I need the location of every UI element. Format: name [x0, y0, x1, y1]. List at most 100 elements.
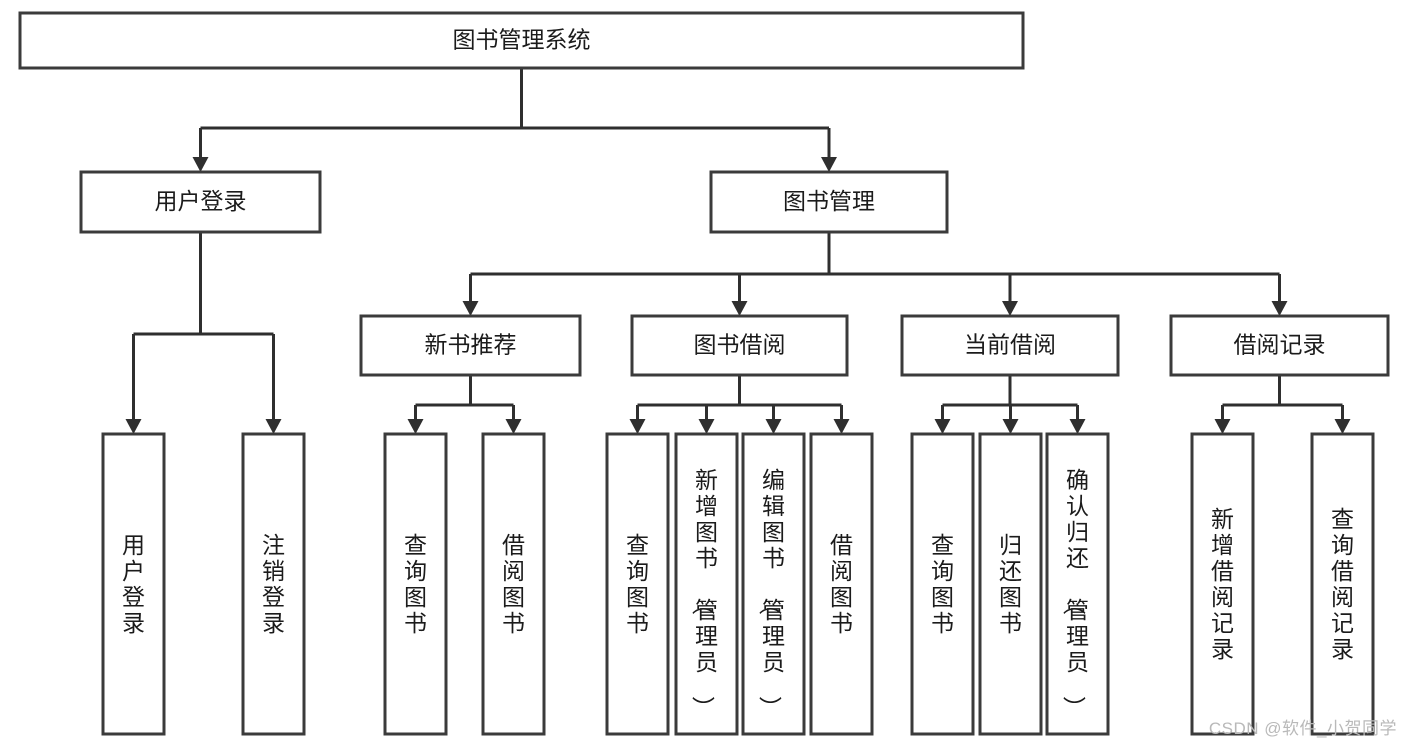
- arrow-to-leaf: [629, 405, 646, 434]
- arrow-head: [192, 157, 209, 172]
- arrow-to-leaf: [265, 334, 282, 434]
- leaf-rect: [481, 432, 546, 736]
- leaf-label: 编辑图书（管理员）: [757, 467, 785, 719]
- arrow-to-leaf: [1069, 405, 1086, 434]
- leaf-rect: [1310, 432, 1375, 736]
- arrow-head: [1002, 301, 1018, 316]
- leaf-label: 查询图书: [931, 532, 954, 636]
- node-root[interactable]: 图书管理系统: [18, 11, 1025, 70]
- arrow-to-level2-0: [462, 274, 479, 316]
- leaf-label: 新增图书（管理员）: [690, 467, 718, 719]
- node-level2-0[interactable]: 新书推荐: [359, 314, 582, 377]
- node-rect: [709, 170, 949, 234]
- connector-layer: [125, 68, 1351, 434]
- node-rect: [1169, 314, 1390, 377]
- leaf-label: 用户登录: [122, 532, 145, 636]
- leaf-rect: [241, 432, 306, 736]
- node-label: 当前借阅: [964, 332, 1056, 358]
- arrow-head: [505, 419, 522, 434]
- node-rect: [18, 11, 1025, 70]
- leaf-rect: [383, 432, 448, 736]
- node-layer: 图书管理系统用户登录图书管理新书推荐图书借阅当前借阅借阅记录用户登录注销登录查询…: [18, 11, 1390, 736]
- node-level1-0[interactable]: 用户登录: [79, 170, 322, 234]
- node-leaf-9[interactable]: 归还图书: [978, 432, 1043, 736]
- node-level2-1[interactable]: 图书借阅: [630, 314, 849, 377]
- arrow-to-leaf: [1214, 405, 1231, 434]
- leaf-rect: [605, 432, 670, 736]
- leaf-rect: [978, 432, 1043, 736]
- arrow-to-leaf: [125, 334, 142, 434]
- leaf-label: 归还图书: [999, 532, 1022, 636]
- leaf-label: 新增借阅记录: [1211, 506, 1234, 662]
- arrow-to-level2-1: [731, 274, 748, 316]
- arrow-head: [1271, 301, 1288, 316]
- arrow-head: [765, 419, 782, 434]
- leaf-rect: [741, 432, 806, 736]
- arrow-head: [1069, 419, 1086, 434]
- node-leaf-3[interactable]: 借阅图书: [481, 432, 546, 736]
- csdn-watermark: CSDN @软件_小贺同学: [1208, 719, 1397, 738]
- arrow-to-leaf: [698, 405, 715, 434]
- node-rect: [359, 314, 582, 377]
- node-label: 图书借阅: [694, 332, 786, 358]
- arrow-to-level2-3: [1271, 274, 1288, 316]
- arrow-to-leaf: [505, 405, 522, 434]
- leaf-rect: [809, 432, 874, 736]
- leaf-label: 借阅图书: [502, 532, 525, 636]
- node-rect: [79, 170, 322, 234]
- arrow-head: [934, 419, 951, 434]
- arrow-to-leaf: [833, 405, 850, 434]
- arrow-head: [1214, 419, 1231, 434]
- node-level2-3[interactable]: 借阅记录: [1169, 314, 1390, 377]
- leaf-label: 确认归还（管理员）: [1061, 467, 1089, 719]
- arrow-to-level1-1: [821, 128, 837, 172]
- arrow-to-level2-2: [1002, 274, 1018, 316]
- arrow-head: [1002, 419, 1019, 434]
- leaf-rect: [1045, 432, 1110, 736]
- leaf-rect: [101, 432, 166, 736]
- node-leaf-4[interactable]: 查询图书: [605, 432, 670, 736]
- node-leaf-11[interactable]: 新增借阅记录: [1190, 432, 1255, 736]
- arrow-to-leaf: [407, 405, 424, 434]
- arrow-head: [125, 419, 142, 434]
- leaf-label: 注销登录: [262, 532, 285, 636]
- node-leaf-7[interactable]: 借阅图书: [809, 432, 874, 736]
- leaf-label: 借阅图书: [830, 532, 853, 636]
- arrow-to-leaf: [1334, 405, 1351, 434]
- arrow-head: [462, 301, 479, 316]
- node-label: 图书管理系统: [453, 27, 591, 53]
- node-label: 借阅记录: [1234, 332, 1326, 358]
- leaf-rect: [1190, 432, 1255, 736]
- node-leaf-6[interactable]: 编辑图书（管理员）: [741, 432, 806, 736]
- arrow-to-leaf: [934, 405, 951, 434]
- arrow-head: [698, 419, 715, 434]
- node-rect: [630, 314, 849, 377]
- leaf-label: 查询借阅记录: [1331, 506, 1354, 662]
- arrow-head: [1334, 419, 1351, 434]
- arrow-head: [821, 157, 837, 172]
- node-rect: [900, 314, 1120, 377]
- arrow-head: [833, 419, 850, 434]
- node-level1-1[interactable]: 图书管理: [709, 170, 949, 234]
- arrow-to-leaf: [1002, 405, 1019, 434]
- arrow-head: [731, 301, 748, 316]
- node-level2-2[interactable]: 当前借阅: [900, 314, 1120, 377]
- node-label: 新书推荐: [425, 332, 517, 358]
- arrow-to-leaf: [765, 405, 782, 434]
- node-leaf-10[interactable]: 确认归还（管理员）: [1045, 432, 1110, 736]
- node-leaf-2[interactable]: 查询图书: [383, 432, 448, 736]
- node-leaf-12[interactable]: 查询借阅记录: [1310, 432, 1375, 736]
- node-label: 图书管理: [783, 188, 875, 214]
- node-label: 用户登录: [155, 188, 247, 214]
- leaf-rect: [910, 432, 975, 736]
- node-leaf-1[interactable]: 注销登录: [241, 432, 306, 736]
- leaf-label: 查询图书: [404, 532, 427, 636]
- node-leaf-8[interactable]: 查询图书: [910, 432, 975, 736]
- arrow-head: [407, 419, 424, 434]
- arrow-to-level1-0: [192, 128, 209, 172]
- node-leaf-0[interactable]: 用户登录: [101, 432, 166, 736]
- node-leaf-5[interactable]: 新增图书（管理员）: [674, 432, 739, 736]
- leaf-label: 查询图书: [626, 532, 649, 636]
